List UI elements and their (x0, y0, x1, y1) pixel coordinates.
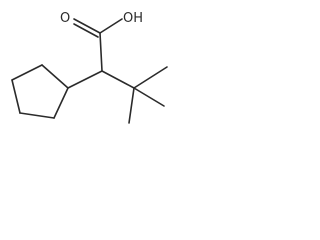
ring-to-alpha-bond (67, 70, 103, 89)
ring-bond (11, 79, 21, 114)
hydroxyl-bond (99, 18, 123, 34)
alpha-to-carboxyl-bond (99, 32, 103, 72)
carbonyl-double-bond (73, 18, 101, 38)
alpha-to-tert-butyl-bond (101, 70, 135, 89)
cyclopentyl-ring (11, 64, 69, 119)
ring-bond (53, 87, 69, 119)
carbonyl-oxygen-label: O (60, 11, 70, 26)
ring-bond (41, 64, 69, 89)
hydroxyl-label: OH (123, 11, 143, 26)
methyl-bond (133, 66, 168, 89)
chemical-structure: O OH (11, 11, 168, 124)
ring-bond (19, 112, 55, 119)
methyl-bond (133, 87, 165, 107)
ring-bond (11, 64, 43, 81)
methyl-bond (128, 87, 135, 124)
